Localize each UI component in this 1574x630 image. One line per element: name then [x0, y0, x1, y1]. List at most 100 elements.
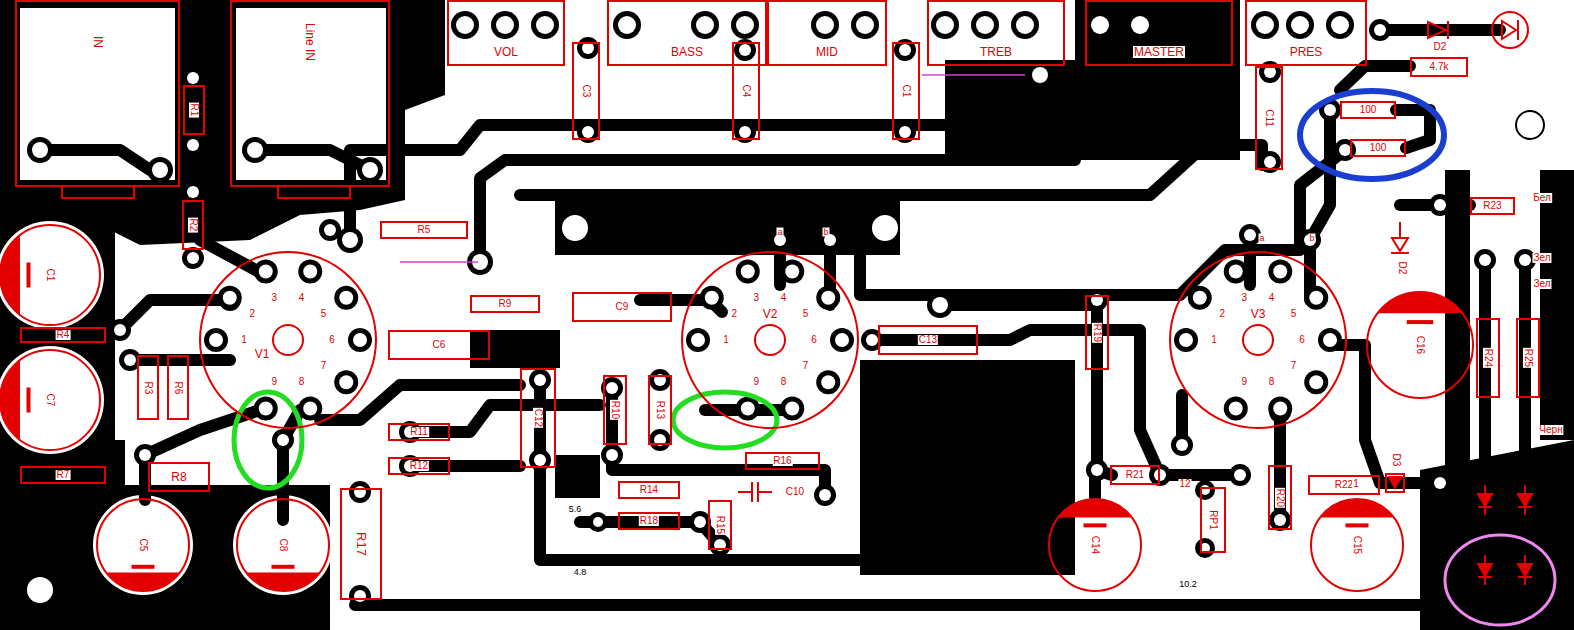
pad-ring	[1224, 396, 1248, 420]
trace	[480, 160, 1075, 262]
pad-ring	[811, 11, 839, 39]
pad-ring	[1286, 11, 1314, 39]
pad-ring	[931, 11, 959, 39]
component-box: C9	[572, 292, 672, 322]
part-label: R14	[639, 485, 659, 495]
pad-ring	[1318, 328, 1342, 352]
pad-hole	[496, 16, 514, 34]
component-box: 4.7k	[1410, 57, 1468, 77]
pad-hole	[114, 324, 126, 336]
part-label: R11	[409, 427, 429, 437]
tube-circle	[1170, 252, 1346, 428]
component-box: R1	[183, 85, 205, 135]
pad-hole	[277, 434, 289, 446]
pad-hole	[354, 590, 366, 602]
pad-ring	[491, 11, 519, 39]
pad-ring	[218, 286, 242, 310]
pad-hole	[1091, 464, 1103, 476]
component-box: R15	[708, 500, 732, 550]
pad-hole	[936, 16, 954, 34]
pad-ring	[1369, 19, 1391, 41]
control-label: MID	[815, 46, 839, 58]
part-label: b	[1308, 234, 1315, 243]
pin-number: 8	[780, 377, 788, 387]
pad-ring	[357, 157, 383, 183]
pad-hole	[1309, 375, 1323, 389]
ground-fill	[860, 360, 1075, 575]
part-label: a	[776, 228, 783, 237]
diode-symbol	[1392, 238, 1408, 251]
pad-hole	[1519, 254, 1531, 266]
pad-hole	[976, 16, 994, 34]
part-label: R12	[409, 461, 429, 471]
ground-fill	[555, 200, 900, 255]
mounting-hole	[26, 576, 54, 604]
part-label: 1	[1352, 479, 1360, 489]
pad-hole	[209, 333, 223, 347]
polarity-band	[106, 573, 180, 591]
pad-hole	[819, 489, 831, 501]
pad-ring	[1086, 11, 1114, 39]
tube-label: V1	[254, 348, 271, 360]
pad-ring	[649, 429, 671, 451]
pin-number: 7	[802, 361, 810, 371]
component-box: R13	[648, 375, 672, 445]
electrolytic-capacitor: C14	[1047, 497, 1143, 593]
pad-ring	[780, 396, 804, 420]
pad-hole	[139, 449, 151, 461]
tube-circle	[682, 252, 858, 428]
part-label: R19	[1092, 322, 1102, 342]
pad-hole	[1309, 291, 1323, 305]
part-label: Черн	[1538, 425, 1563, 435]
trace	[1396, 110, 1430, 148]
polarity-band	[0, 235, 20, 315]
jack-socket: IN	[15, 0, 180, 187]
part-label: R10	[610, 400, 620, 420]
pad-hole	[739, 126, 751, 138]
part-label: C12	[533, 408, 543, 428]
pad-hole	[1324, 104, 1336, 116]
component-box: R7	[20, 466, 106, 484]
component-box: C4	[732, 42, 760, 140]
trace	[145, 408, 266, 500]
control-label: BASS	[670, 46, 704, 58]
component-box: R3	[137, 355, 159, 420]
pad-ring	[1268, 260, 1292, 284]
tube-socket: V2123456789	[680, 250, 860, 430]
component-box: R19	[1085, 295, 1109, 370]
pad-ring	[1086, 289, 1108, 311]
component-box: R24	[1476, 318, 1500, 398]
pad-ring	[816, 286, 840, 310]
pin-number: 4	[298, 293, 306, 303]
capacitor-circle	[237, 499, 329, 591]
pad-ring	[1086, 459, 1108, 481]
pad-hole	[736, 16, 754, 34]
pad-ring	[349, 481, 371, 503]
component-box: R12	[388, 457, 450, 475]
part-label: R1	[189, 103, 199, 118]
pad-ring	[109, 319, 131, 341]
pad-hole	[582, 126, 594, 138]
capacitor-circle	[1049, 499, 1141, 591]
pad-hole	[187, 72, 199, 84]
pad-hole	[696, 16, 714, 34]
mounting-hole	[1516, 111, 1544, 139]
part-label: 4.8	[573, 568, 588, 577]
pin-number: 6	[810, 335, 818, 345]
potentiometer: BASS	[607, 0, 767, 66]
pin-number: 3	[271, 293, 279, 303]
part-label: R2	[188, 218, 198, 233]
electrolytic-capacitor: C1	[0, 223, 102, 327]
mounting-hole	[871, 214, 899, 242]
pad-hole	[1234, 469, 1246, 481]
pad-ring	[1224, 260, 1248, 284]
pad-ring	[1326, 11, 1354, 39]
part-label: C11	[1264, 108, 1274, 128]
trace	[520, 145, 1262, 195]
pad-hole	[816, 16, 834, 34]
diode-symbol	[1478, 564, 1492, 576]
pad-hole	[1291, 16, 1309, 34]
pad-hole	[324, 224, 336, 236]
pad-ring	[1269, 509, 1291, 531]
